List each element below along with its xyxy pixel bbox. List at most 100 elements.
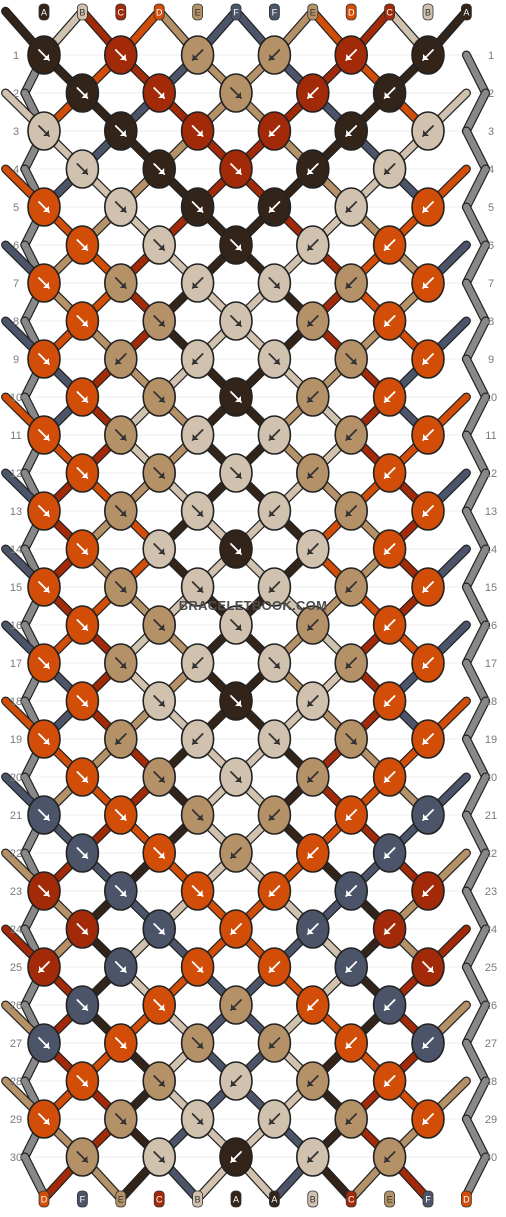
knot (219, 225, 253, 265)
arrow-head-icon (350, 738, 357, 744)
row-number-left: 9 (13, 354, 19, 366)
knot (334, 871, 369, 911)
arrow-head-icon (346, 54, 353, 60)
knot (180, 871, 215, 911)
knot (334, 111, 369, 151)
bottom-string-label: C (153, 1190, 165, 1208)
edge-thread-right (461, 164, 491, 212)
arrow-head-icon (115, 358, 122, 364)
arrow-head-icon (384, 1080, 391, 1086)
arrow-head-icon (235, 472, 241, 478)
arrow-head-icon (196, 206, 203, 212)
knot (65, 225, 100, 265)
knot (180, 795, 215, 835)
row-number-left: 3 (13, 126, 19, 138)
arrow-head-icon (43, 510, 49, 516)
knot (372, 681, 407, 721)
knot (142, 453, 176, 493)
arrow-head-icon (192, 434, 199, 440)
knot (27, 35, 61, 75)
edge-thread-right (461, 506, 491, 554)
edge-thread-right (461, 962, 491, 1010)
arrow-head-icon (158, 624, 165, 630)
arrow-head-icon (384, 776, 391, 782)
svg-text:E: E (387, 1195, 393, 1205)
arrow-head-icon (43, 738, 49, 744)
edge-thread-right (461, 620, 491, 668)
knot (65, 453, 100, 493)
arrow-head-icon (115, 738, 122, 744)
arrow-head-icon (346, 1042, 353, 1048)
knot (65, 1137, 100, 1177)
row-number-left: 8 (13, 316, 19, 328)
knot (411, 1023, 445, 1063)
bottom-string-label: E (115, 1190, 127, 1208)
knot (257, 871, 292, 911)
arrow-head-icon (269, 206, 276, 212)
arrow-head-icon (235, 548, 241, 554)
arrow-head-icon (273, 282, 280, 288)
row-number-left: 6 (13, 240, 19, 252)
row-number-right: 26 (485, 1000, 497, 1012)
row-number-left: 14 (10, 544, 22, 556)
arrow-head-icon (119, 814, 126, 820)
knot (257, 567, 292, 607)
knot (295, 985, 330, 1025)
knot (411, 795, 445, 835)
arrow-head-icon (196, 1042, 203, 1048)
knot (257, 1099, 292, 1139)
arrow-head-icon (192, 358, 199, 364)
knot (219, 529, 253, 569)
arrow-head-icon (196, 510, 203, 516)
row-number-right: 4 (488, 164, 494, 176)
knot (142, 909, 176, 949)
edge-thread-right (461, 734, 491, 782)
row-number-right: 12 (485, 468, 497, 480)
knot (104, 187, 138, 227)
edge-thread-right (461, 50, 491, 98)
knot (142, 149, 176, 189)
top-string-label: C (115, 3, 127, 21)
svg-text:C: C (348, 1195, 355, 1205)
knot (257, 795, 292, 835)
knot (27, 339, 61, 379)
knot (295, 453, 330, 493)
knot (372, 73, 407, 113)
knot (295, 301, 330, 341)
row-number-left: 10 (10, 392, 22, 404)
top-string-label: A (38, 3, 50, 21)
arrow-head-icon (158, 852, 165, 858)
top-string-label: F (230, 3, 242, 21)
top-string-label: D (345, 3, 357, 21)
knot (65, 605, 100, 645)
row-number-left: 20 (10, 772, 22, 784)
row-number-left: 11 (10, 430, 21, 442)
arrow-head-icon (43, 1042, 49, 1048)
arrow-head-icon (427, 966, 433, 972)
arrow-head-icon (119, 662, 126, 668)
knot (334, 719, 369, 759)
knot (104, 1023, 138, 1063)
arrow-head-icon (423, 510, 429, 516)
arrow-head-icon (158, 700, 165, 706)
arrow-head-icon (119, 1118, 126, 1124)
knot (142, 605, 176, 645)
arrow-head-icon (81, 624, 88, 630)
knot (27, 719, 61, 759)
arrow-head-icon (346, 434, 353, 440)
knot (142, 225, 176, 265)
arrow-head-icon (423, 586, 429, 592)
row-number-right: 6 (488, 240, 494, 252)
knot (142, 681, 176, 721)
row-number-right: 2 (488, 88, 494, 100)
svg-text:E: E (195, 8, 201, 18)
arrow-head-icon (384, 548, 391, 554)
arrow-head-icon (269, 586, 276, 592)
svg-text:F: F (425, 1195, 431, 1205)
row-number-right: 7 (488, 278, 494, 290)
arrow-head-icon (43, 1118, 49, 1124)
knot (142, 1061, 176, 1101)
row-number-right: 27 (485, 1038, 497, 1050)
knot (295, 681, 330, 721)
